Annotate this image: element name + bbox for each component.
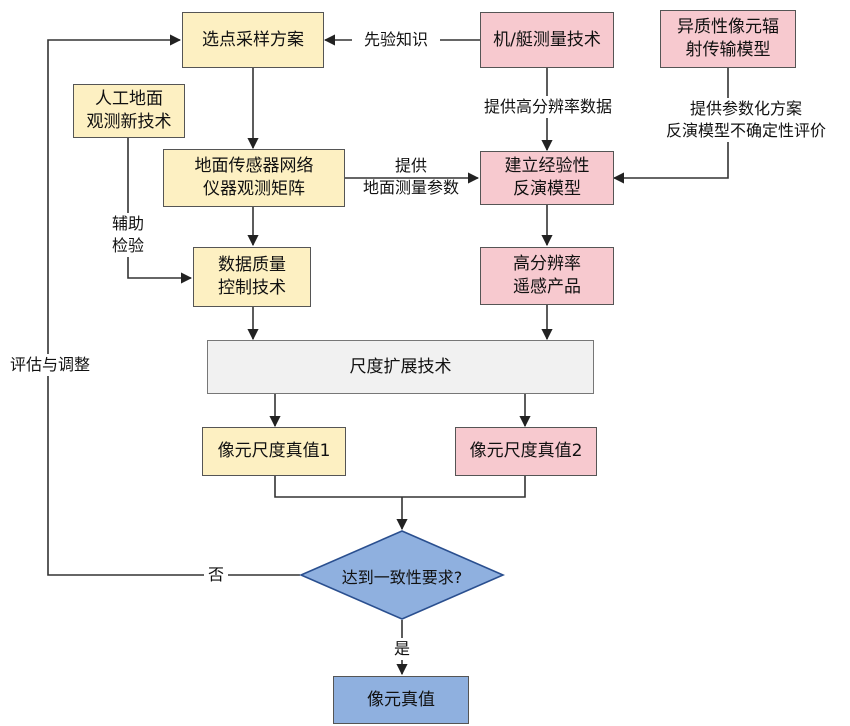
heterogeneous-model-box: 异质性像元辐 射传输模型: [660, 10, 796, 68]
empirical-model-text: 建立经验性 反演模型: [504, 156, 590, 199]
assist-verify-edge: [127, 136, 193, 284]
assist-verify-label: 辅助 检验: [100, 213, 156, 257]
heterogeneous-model-text: 异质性像元辐 射传输模型: [677, 17, 779, 60]
feedback-loop-edge: [47, 34, 300, 576]
manual-observation-text: 人工地面 观测新技术: [86, 89, 172, 132]
scale-expansion-text: 尺度扩展技术: [349, 356, 452, 377]
pixel-value-1-box: 像元尺度真值1: [202, 427, 346, 476]
scale-expansion-box: 尺度扩展技术: [207, 340, 594, 394]
airborne-tech-box: 机/艇测量技术: [480, 12, 614, 68]
prior-knowledge-label: 先验知识: [352, 29, 440, 51]
empirical-model-box: 建立经验性 反演模型: [480, 151, 614, 205]
yes-label: 是: [390, 638, 414, 660]
hires-data-label: 提供高分辨率数据: [470, 96, 626, 118]
manual-observation-box: 人工地面 观测新技术: [73, 84, 185, 138]
no-label: 否: [204, 564, 228, 586]
values-merge-edge: [274, 476, 526, 498]
param-scheme-label: 提供参数化方案 反演模型不确定性评价: [650, 98, 842, 142]
hires-products-box: 高分辨率 遥感产品: [480, 247, 614, 305]
pixel-truth-box: 像元真值: [333, 676, 469, 724]
consistency-check-text: 达到一致性要求?: [341, 568, 463, 587]
ground-params-label: 提供 地面测量参数: [362, 156, 459, 197]
pixel-value-2-text: 像元尺度真值2: [469, 441, 583, 461]
quality-control-text: 数据质量 控制技术: [218, 255, 286, 298]
pixel-value-2-box: 像元尺度真值2: [455, 427, 597, 476]
airborne-tech-text: 机/艇测量技术: [493, 29, 601, 50]
consistency-check-diamond: [298, 530, 506, 620]
sampling-plan-box: 选点采样方案: [182, 12, 324, 68]
sensor-network-text: 地面传感器网络 仪器观测矩阵: [194, 156, 314, 199]
sensor-network-box: 地面传感器网络 仪器观测矩阵: [163, 149, 345, 207]
quality-control-box: 数据质量 控制技术: [193, 247, 311, 307]
evaluate-adjust-label: 评估与调整: [4, 354, 96, 376]
hires-products-text: 高分辨率 遥感产品: [513, 254, 581, 297]
sampling-plan-text: 选点采样方案: [202, 29, 304, 50]
pixel-value-1-text: 像元尺度真值1: [217, 441, 331, 461]
pixel-truth-text: 像元真值: [367, 689, 435, 710]
